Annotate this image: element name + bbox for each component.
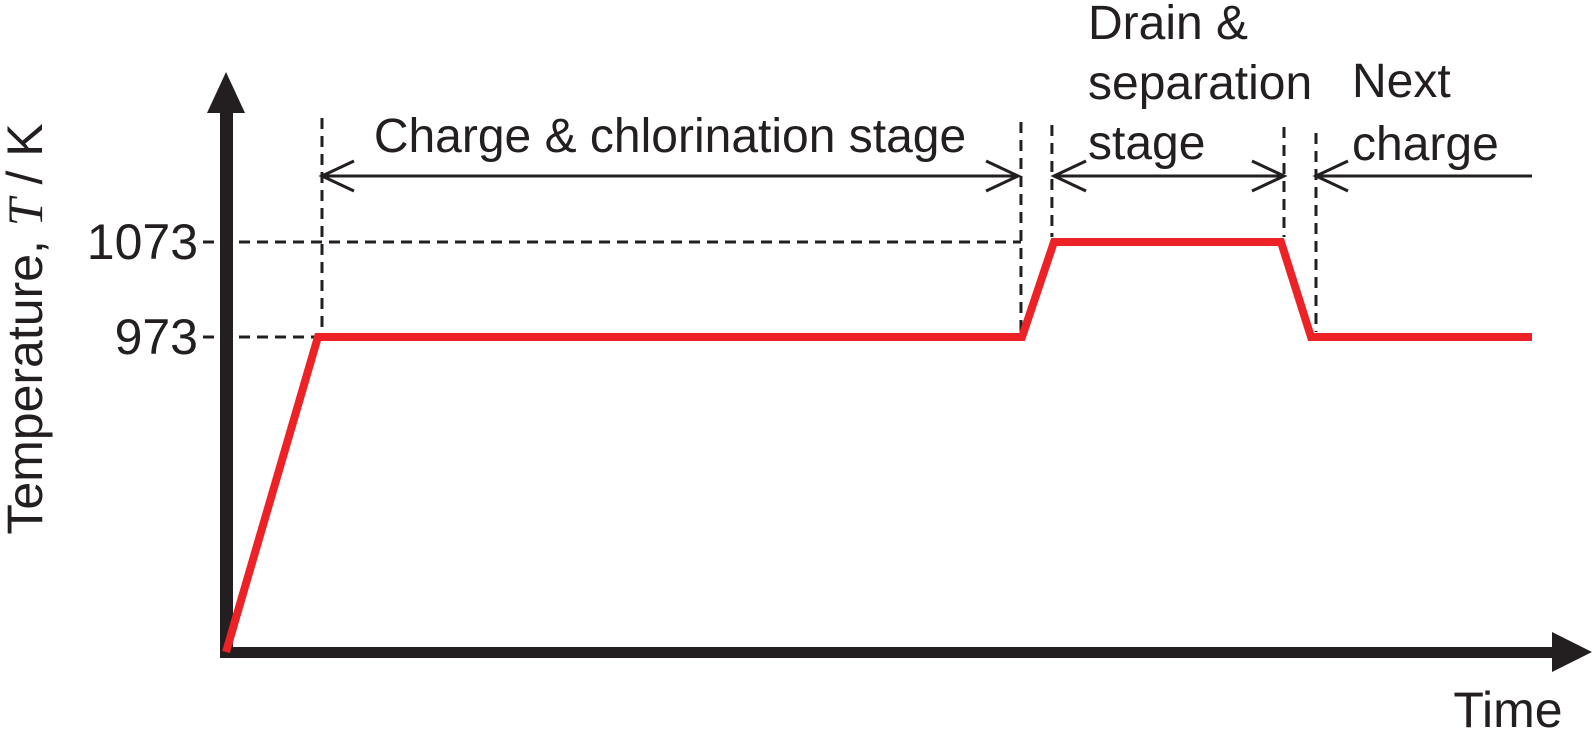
y-tick-label-973: 973 <box>114 309 198 365</box>
y-axis-arrowhead-icon <box>207 72 245 113</box>
y-axis-line <box>220 105 233 658</box>
stage-extent-arrows <box>318 159 1532 193</box>
axes-group <box>207 72 1592 672</box>
stage-label-next-charge: Next charge <box>1352 55 1499 171</box>
y-axis-title-suffix: / K <box>0 123 53 199</box>
arrowhead-right-icon <box>1251 159 1288 193</box>
tick-guide-lines <box>203 240 1021 339</box>
arrowhead-left-icon <box>1312 159 1349 193</box>
stage-boundary-lines <box>320 118 1318 332</box>
stage-label-drain-separation: Drain & separation stage <box>1088 0 1313 170</box>
stage-label-charge-chlorination: Charge & chlorination stage <box>373 110 967 163</box>
arrowhead-left-icon <box>1050 159 1087 193</box>
x-axis-line <box>220 647 1556 658</box>
y-axis-title-symbol: T <box>0 198 53 227</box>
y-tick-label-1073: 1073 <box>86 214 198 270</box>
arrowhead-right-icon <box>985 159 1022 193</box>
temperature-profile-line <box>222 238 1532 654</box>
y-axis-title-prefix: Temperature, <box>0 226 53 535</box>
arrowhead-left-icon <box>318 159 355 193</box>
y-axis-title: Temperature, T / K <box>0 54 53 604</box>
x-axis-arrowhead-icon <box>1552 632 1592 672</box>
x-axis-title: Time <box>1453 682 1563 737</box>
